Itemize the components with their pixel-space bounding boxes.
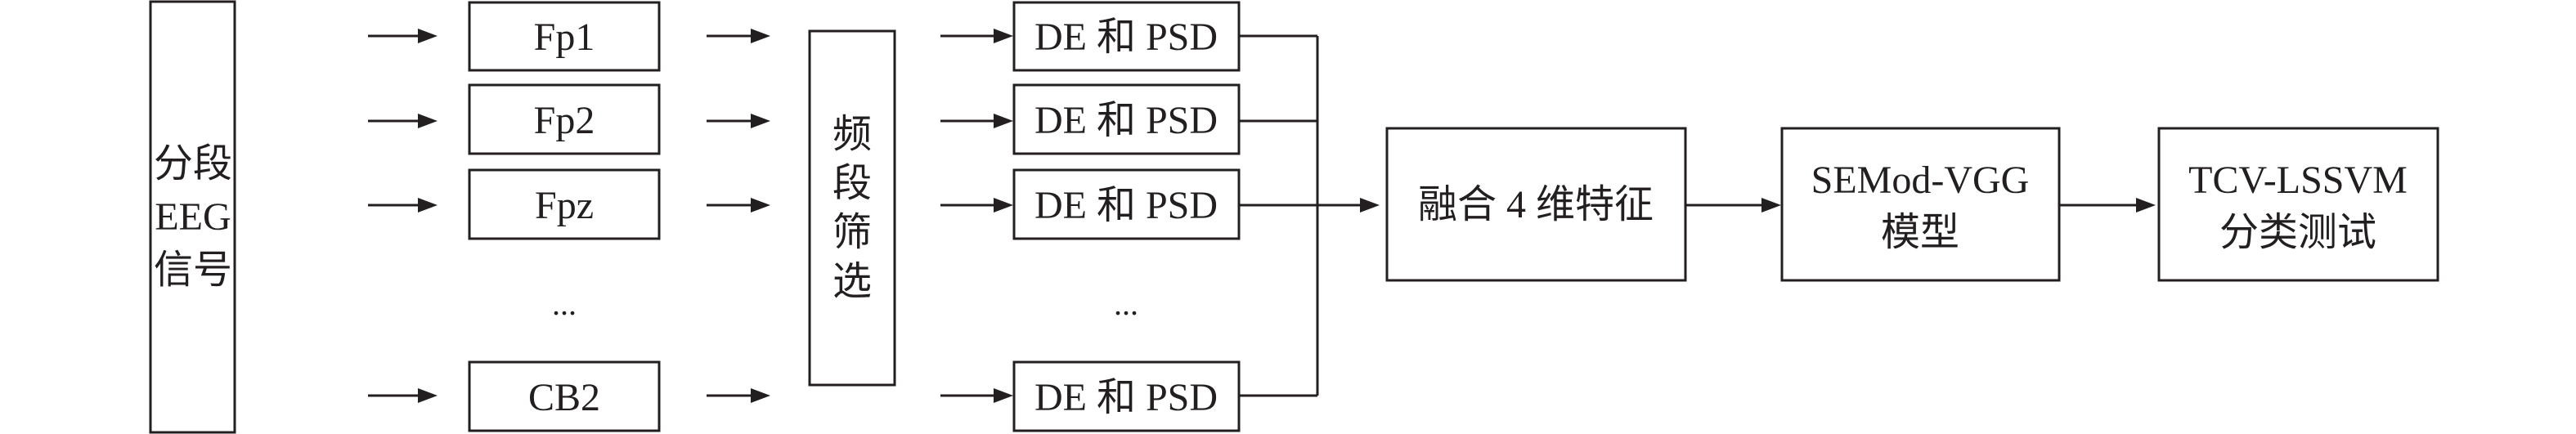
arrow-head [751, 198, 770, 213]
input-line-2: EEG [155, 195, 231, 239]
band-filter-char-2: 段 [832, 162, 872, 205]
model-line-1: SEMod-VGG [1811, 159, 2030, 202]
feature-label: DE 和 PSD [1034, 99, 1218, 142]
classifier-box: TCV-LSSVM 分类测试 [2157, 127, 2439, 282]
arrow-head [751, 114, 770, 128]
band-filter-char-4: 选 [832, 260, 872, 303]
fusion-box: 融合 4 维特征 [1385, 127, 1687, 282]
input-line-1: 分段 [154, 142, 232, 186]
arrow-head [994, 388, 1013, 403]
band-filter-char-3: 筛 [832, 211, 872, 254]
feature-label: DE 和 PSD [1034, 16, 1218, 59]
feature-label: DE 和 PSD [1034, 376, 1218, 419]
feature-label: DE 和 PSD [1034, 184, 1218, 227]
arrow-head [751, 388, 770, 403]
arrow-head [1360, 198, 1380, 213]
feature-ellipsis: ... [1114, 285, 1138, 322]
arrow-head [418, 388, 438, 403]
fusion-to-model-arrow [1685, 198, 1781, 213]
input-to-channel-arrows [368, 29, 438, 403]
arrow-head [1761, 198, 1781, 213]
feature-box-3: DE 和 PSD [1012, 168, 1241, 240]
channel-label: Fpz [535, 184, 594, 227]
feature-box-1: DE 和 PSD [1012, 1, 1241, 72]
arrow-head [751, 29, 770, 43]
model-line-2: 模型 [1881, 211, 1959, 254]
feature-box-2: DE 和 PSD [1012, 83, 1241, 155]
classifier-line-1: TCV-LSSVM [2188, 159, 2408, 202]
feature-box-4: DE 和 PSD [1012, 360, 1241, 432]
arrow-head [994, 114, 1013, 128]
input-line-3: 信号 [154, 248, 232, 292]
input-eeg-box: 分段 EEG 信号 [149, 0, 236, 434]
band-filter-char-1: 频 [832, 113, 872, 156]
fusion-label: 融合 4 维特征 [1418, 183, 1654, 226]
arrow-head [418, 29, 438, 43]
band-filter-box: 频 段 筛 选 [808, 29, 896, 387]
arrow-head [994, 198, 1013, 213]
channel-to-filter-arrows [707, 29, 770, 403]
arrow-head [2136, 198, 2156, 213]
filter-to-feature-arrows [940, 29, 1013, 403]
model-to-classifier-arrow [2059, 198, 2156, 213]
channel-box-cb2: CB2 [468, 360, 661, 432]
channel-box-fp1: Fp1 [468, 1, 661, 72]
arrow-head [418, 198, 438, 213]
channel-ellipsis: ... [552, 285, 577, 322]
classifier-line-2: 分类测试 [2219, 211, 2376, 254]
channel-label: CB2 [528, 376, 600, 419]
merge-connector [1239, 34, 1380, 397]
arrow-head [994, 29, 1013, 43]
model-box: SEMod-VGG 模型 [1780, 127, 2061, 282]
channel-label: Fp1 [534, 16, 595, 59]
channel-box-fpz: Fpz [468, 168, 661, 240]
channel-label: Fp2 [534, 99, 595, 142]
channel-box-fp2: Fp2 [468, 83, 661, 155]
arrow-head [418, 114, 438, 128]
